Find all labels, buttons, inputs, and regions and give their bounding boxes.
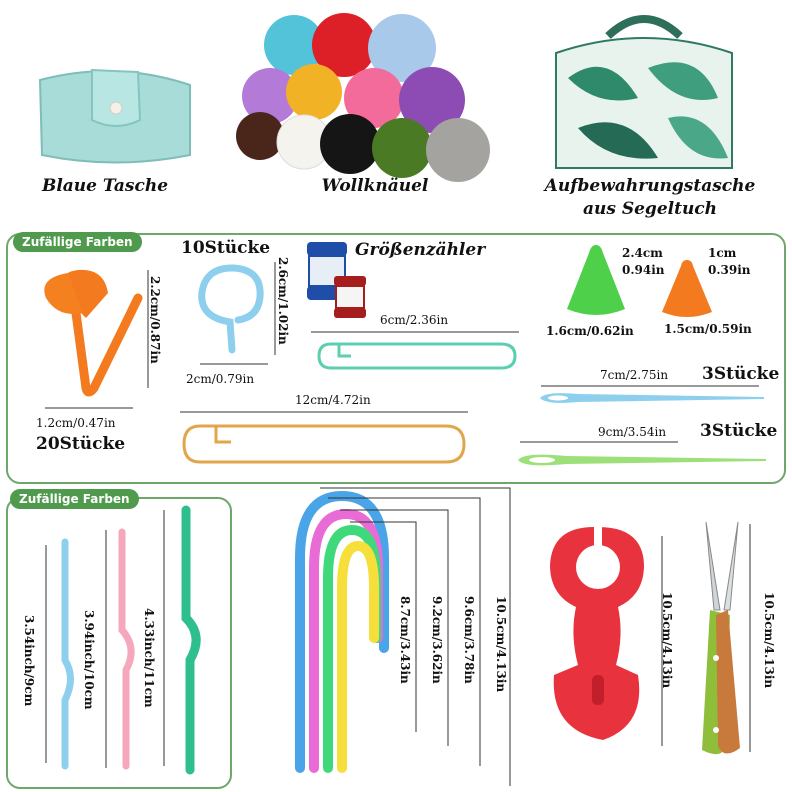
blue-bag-image <box>30 60 200 165</box>
short-needle-line <box>541 385 759 387</box>
pink-cable-label: 3.94inch/10cm <box>82 610 96 710</box>
green-point-protector <box>567 245 625 315</box>
marker-height-line <box>147 270 149 388</box>
storage-caption-line1: Aufbewahrungstasche <box>544 176 756 196</box>
u-needle-s1-label: 8.7cm/3.43in <box>398 596 412 684</box>
random-colors-badge-top: Zufällige Farben <box>13 232 142 252</box>
small-protector-width: 1.5cm/0.59in <box>664 322 752 336</box>
counter-label: Größenzähler <box>355 240 486 260</box>
blue-ring-marker <box>198 264 264 354</box>
big-protector-width: 1.6cm/0.62in <box>546 324 634 338</box>
u-shaped-cable-needles <box>295 490 389 773</box>
ring-height-label: 2.6cm/1.02in <box>276 257 290 345</box>
ring-height-line <box>274 262 276 355</box>
u-needle-s3-label: 9.6cm/3.78in <box>462 596 476 684</box>
pink-cable-line <box>105 530 107 768</box>
teal-stitch-holder <box>317 342 517 370</box>
storage-bag-image <box>548 8 740 173</box>
blue-cable-line <box>45 545 47 763</box>
marker-height-label: 2.2cm/0.87in <box>148 276 162 364</box>
red-yarn-bobbin <box>550 525 644 740</box>
orange-point-protector <box>662 260 712 317</box>
blue-cable-label: 3.54inch/9cm <box>22 615 36 707</box>
bobbin-line <box>661 536 663 746</box>
u-needle-lines <box>320 487 511 786</box>
big-protector-height-in: 0.94in <box>622 263 665 277</box>
storage-bag-shape <box>555 15 733 169</box>
ring-width-label: 2cm/0.79in <box>186 372 255 386</box>
green-cable-line <box>163 510 165 766</box>
gold-stitch-holder <box>182 424 466 464</box>
thread-snip-scissors <box>702 521 740 755</box>
green-cable-needle <box>181 505 201 775</box>
scissors-length-label: 10.5cm/4.13in <box>762 592 776 689</box>
row-counter-icon <box>307 242 366 318</box>
lime-sewing-needle <box>518 454 766 466</box>
u-needle-s4-label: 10.5cm/4.13in <box>494 596 508 693</box>
large-holder-label: 12cm/4.72in <box>295 393 371 407</box>
marker-count-label: 20Stücke <box>36 434 126 454</box>
short-needle-length: 7cm/2.75in <box>600 368 669 382</box>
long-needle-line <box>520 441 678 443</box>
long-needle-length: 9cm/3.54in <box>598 425 667 439</box>
big-protector-height: 2.4cm <box>622 246 663 260</box>
scissors-line <box>749 524 751 752</box>
accessories-frame <box>6 233 786 484</box>
yarn-balls-image <box>232 8 512 182</box>
random-colors-badge-bottom: Zufällige Farben <box>10 489 139 509</box>
long-needle-count: 3Stücke <box>700 421 778 441</box>
yarn-balls-shape <box>236 13 490 182</box>
ring-marker-count: 10Stücke <box>181 238 271 258</box>
ring-width-line <box>200 363 268 365</box>
small-holder-label: 6cm/2.36in <box>380 313 449 327</box>
bobbin-length-label: 10.5cm/4.13in <box>660 592 674 689</box>
pink-cable-needle <box>118 528 135 770</box>
u-needle-s2-label: 9.2cm/3.62in <box>430 596 444 684</box>
yarn-caption: Wollknäuel <box>321 176 429 196</box>
marker-width-line <box>45 407 133 409</box>
blue-sewing-needle <box>540 393 764 403</box>
bag-caption: Blaue Tasche <box>41 176 169 196</box>
blue-bag-shape <box>38 68 191 164</box>
storage-caption-line2: aus Segeltuch <box>582 199 718 219</box>
short-needle-count: 3Stücke <box>702 364 780 384</box>
small-protector-height-in: 0.39in <box>708 263 751 277</box>
marker-width-label: 1.2cm/0.47in <box>36 416 116 430</box>
green-cable-label: 4.33inch/11cm <box>142 608 156 708</box>
orange-stitch-marker <box>44 269 143 397</box>
small-holder-line <box>311 331 519 333</box>
large-holder-line <box>180 411 468 413</box>
blue-cable-needle <box>61 538 74 770</box>
small-protector-height: 1cm <box>708 246 737 260</box>
